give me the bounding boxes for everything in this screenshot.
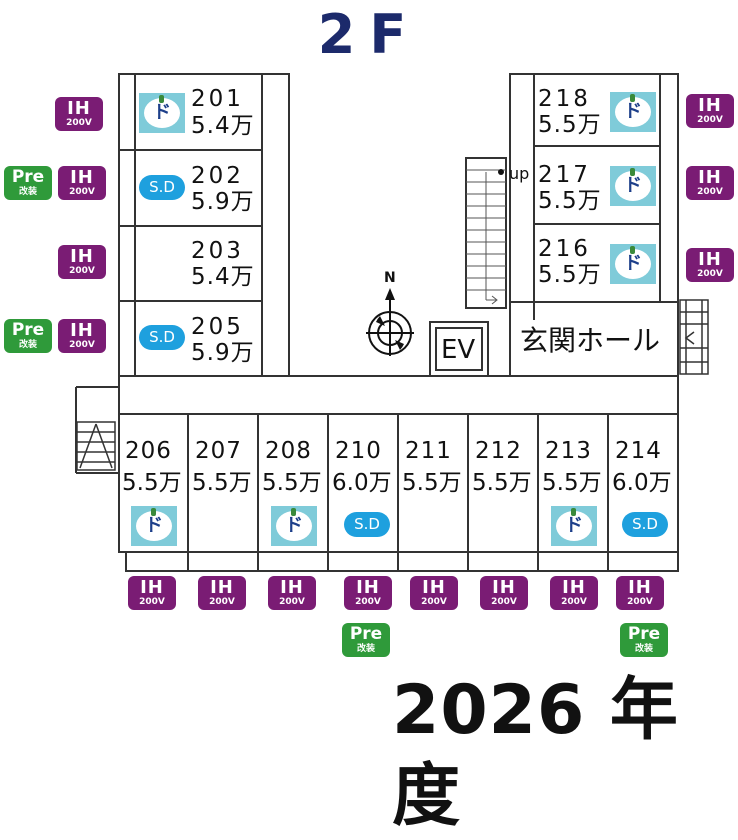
room-214-number: 214 [615,438,662,464]
room-203-number: 203 [191,238,244,264]
balcony-strip [125,551,679,572]
do-badge: ド [551,506,597,546]
room-201-number: 201 [191,86,244,112]
do-badge: ド [271,506,317,546]
room-211-price: 5.5万 [402,470,462,496]
room-210-number: 210 [335,438,382,464]
room-208-price: 5.5万 [262,470,322,496]
room-214-price: 6.0万 [612,470,672,496]
do-badge: ド [131,506,177,546]
year-title: 2026 年度 [392,671,679,836]
room-205-number: 205 [191,314,244,340]
sd-badge: S.D [139,325,185,350]
room-201-price: 5.4万 [191,113,255,139]
east-wing-outline [509,73,679,303]
room-213-number: 213 [545,438,592,464]
stair-outline [465,157,507,309]
room-218-number: 218 [538,86,591,112]
room-211-number: 211 [405,438,452,464]
do-badge: ド [610,244,656,284]
room-212-number: 212 [475,438,522,464]
room-203-price: 5.4万 [191,264,255,290]
elevator-label: EV [441,335,476,365]
stair-up-label: up [509,164,530,183]
entrance-hall-label: 玄関ホール [520,324,661,357]
sd-badge: S.D [139,175,185,200]
room-205-price: 5.9万 [191,340,255,366]
floor-plan-outline [75,73,709,572]
compass-icon [366,288,414,356]
room-216-price: 5.5万 [538,262,602,288]
room-217-number: 217 [538,162,591,188]
elevator-box [429,321,489,377]
room-202-number: 202 [191,163,244,189]
room-218-price: 5.5万 [538,112,602,138]
sd-badge: S.D [344,512,390,537]
room-216-number: 216 [538,236,591,262]
room-210-price: 6.0万 [332,470,392,496]
room-217-price: 5.5万 [538,188,602,214]
do-badge: ド [610,92,656,132]
sd-badge: S.D [622,512,668,537]
room-206-price: 5.5万 [122,470,182,496]
room-206-number: 206 [125,438,172,464]
room-208-number: 208 [265,438,312,464]
room-212-price: 5.5万 [472,470,532,496]
do-badge: ド [139,93,185,133]
floor-title: 2F [317,3,421,66]
room-202-price: 5.9万 [191,189,255,215]
north-label: N [384,270,396,286]
room-207-number: 207 [195,438,242,464]
room-207-price: 5.5万 [192,470,252,496]
do-badge: ド [610,166,656,206]
room-213-price: 5.5万 [542,470,602,496]
